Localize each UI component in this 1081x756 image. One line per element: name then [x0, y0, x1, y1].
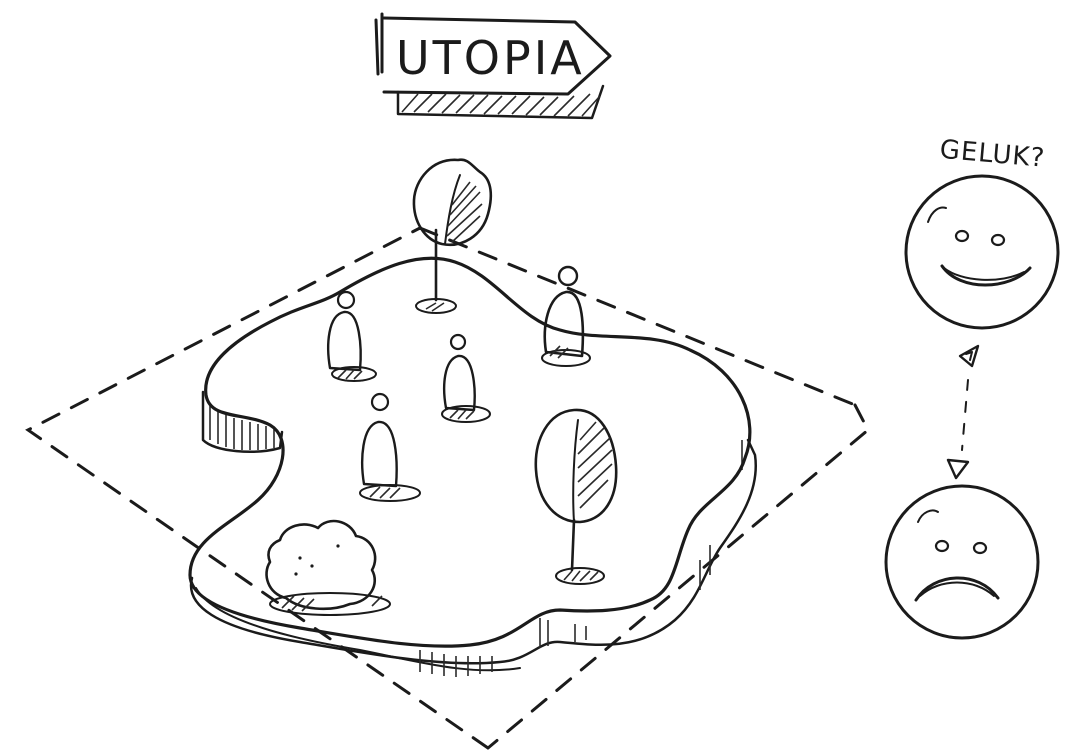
boundary-dashed-outline — [28, 228, 868, 748]
person-icon — [328, 292, 376, 381]
geluk-label: GELUK? — [939, 135, 1047, 174]
person-icon — [442, 335, 490, 422]
signpost-icon: UTOPIA — [376, 14, 610, 118]
signpost-shadow-hatch — [402, 94, 600, 116]
island-icon — [190, 258, 756, 677]
tree-icon — [536, 410, 616, 584]
happy-face-icon — [906, 176, 1058, 328]
tree-icon — [414, 160, 491, 313]
bush-icon — [267, 521, 390, 615]
sad-face-icon — [886, 486, 1038, 638]
arrow-icon — [948, 346, 978, 478]
signpost-label: UTOPIA — [396, 31, 585, 85]
person-icon — [360, 394, 420, 501]
